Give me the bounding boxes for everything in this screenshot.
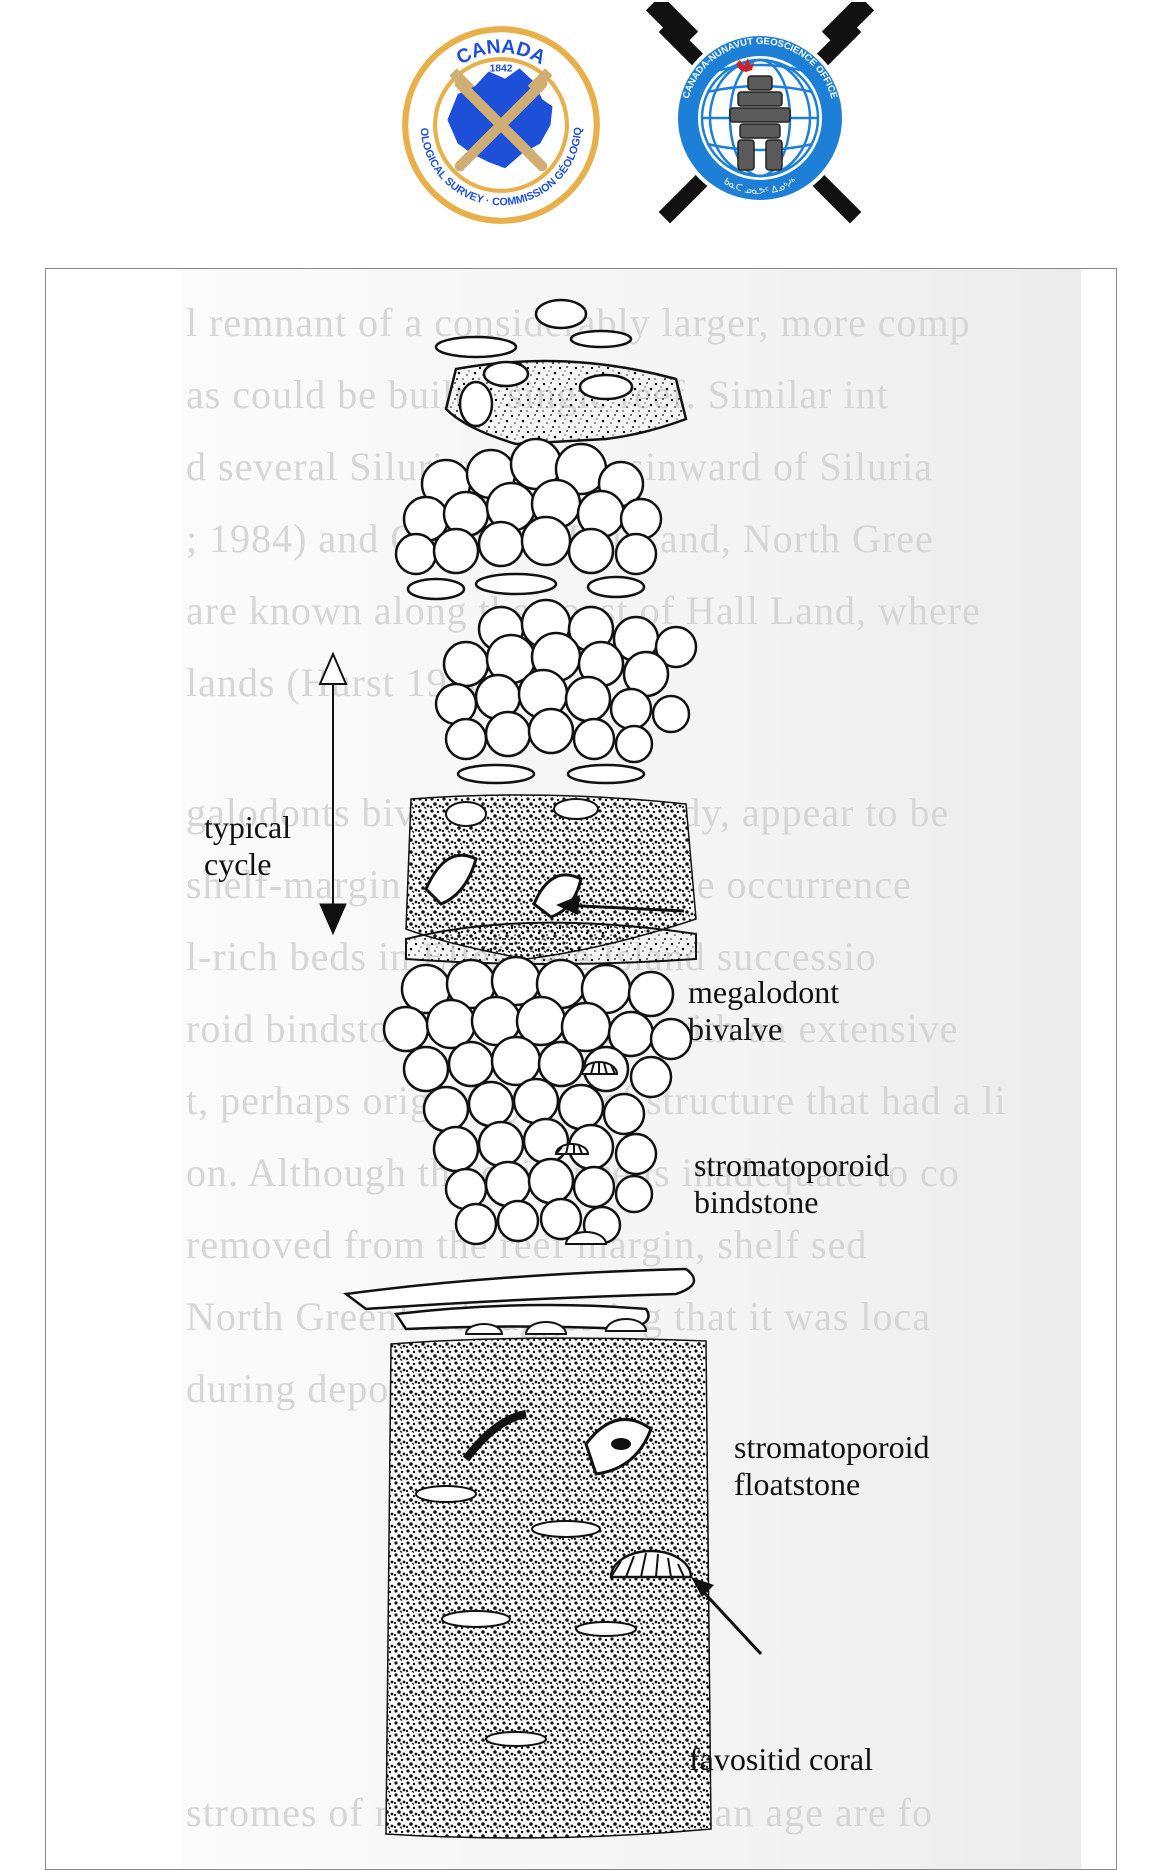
coral-packstone-base: [386, 1338, 711, 1838]
bindstone-mound-lower: [384, 957, 691, 1244]
favositid-coral-label: favositid coral: [689, 1741, 873, 1778]
header-logos: CANADA 1842 GEOLOGICAL SURVEY · COMMISSI…: [0, 0, 1153, 250]
bindstone-mound-middle: [436, 600, 696, 783]
stromatoporoid-floatstone-label: stromatoporoid floatstone: [734, 1429, 930, 1503]
cngo-seal-logo: CANADA-NUNAVUT GEOSCIENCE OFFICE ᑲᓇᑕ ᓄᓇᕗ…: [640, 2, 880, 230]
megalodont-bivalve-label: megalodont bivalve: [688, 974, 839, 1048]
stromatoporoid-bindstone-label: stromatoporoid bindstone: [694, 1147, 890, 1221]
typical-cycle-label: typical cycle: [204, 809, 291, 883]
gsc-seal-logo: CANADA 1842 GEOLOGICAL SURVEY · COMMISSI…: [398, 22, 604, 228]
svg-text:1842: 1842: [490, 63, 513, 74]
bindstone-mound-upper: [396, 439, 661, 599]
figure-frame: l remnant of a considerably larger, more…: [45, 268, 1117, 1870]
megalodont-packstone-bed: [406, 795, 696, 964]
stratigraphic-column-diagram: [46, 269, 1116, 1869]
column-top-fragments: [436, 300, 686, 444]
typical-cycle-double-arrow: [320, 654, 346, 934]
floatstone-bed: [346, 1232, 694, 1334]
